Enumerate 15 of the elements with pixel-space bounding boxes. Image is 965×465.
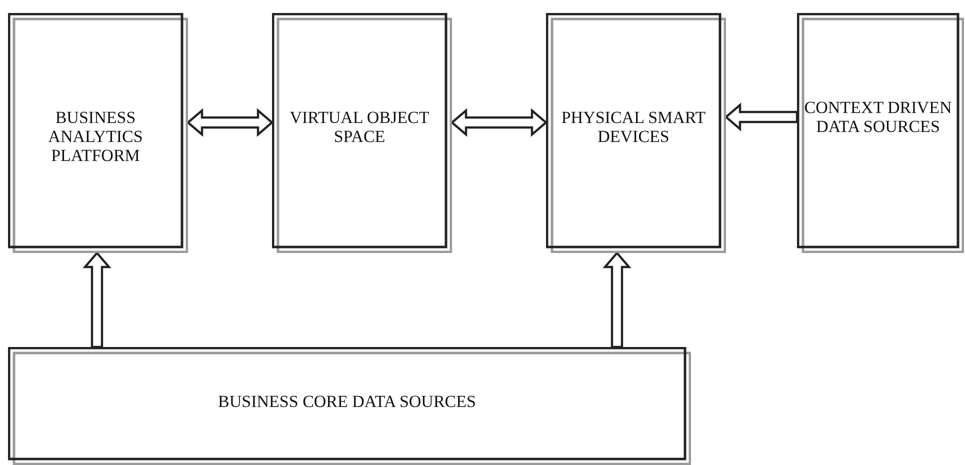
box-label: VIRTUAL OBJECT SPACE bbox=[288, 108, 430, 146]
process-box bbox=[8, 13, 188, 253]
block-arrow bbox=[450, 108, 548, 137]
process-box bbox=[8, 347, 691, 465]
box-label: PHYSICAL SMART DEVICES bbox=[560, 108, 707, 146]
block-arrow bbox=[82, 251, 112, 348]
block-arrow bbox=[724, 102, 798, 132]
box-label: BUSINESS ANALYTICS PLATFORM bbox=[47, 108, 144, 165]
process-box bbox=[546, 13, 726, 253]
box-label: CONTEXT DRIVEN DATA SOURCES bbox=[803, 98, 953, 136]
box-label: BUSINESS CORE DATA SOURCES bbox=[217, 392, 477, 411]
block-arrow bbox=[602, 251, 632, 348]
process-box bbox=[272, 13, 452, 253]
process-box bbox=[797, 13, 964, 253]
block-arrow bbox=[186, 108, 274, 137]
